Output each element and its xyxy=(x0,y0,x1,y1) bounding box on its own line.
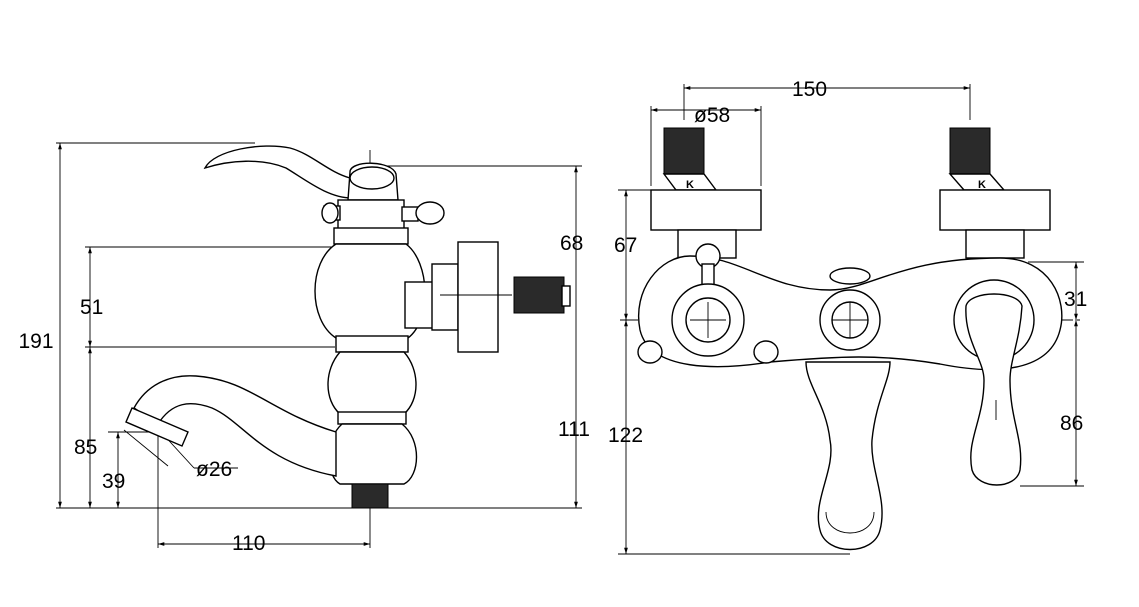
dim-spout-height: 85 xyxy=(74,436,97,459)
side-lower-bulb xyxy=(327,351,417,415)
side-knob-left xyxy=(321,202,339,224)
dim-overall-height: 191 xyxy=(18,330,53,353)
front-right-lever xyxy=(953,279,1035,486)
side-lever-handle xyxy=(203,145,353,199)
side-outlet-thread xyxy=(513,276,565,314)
dim-lever-bottom: 86 xyxy=(1060,412,1083,435)
front-bottom-lever-inner xyxy=(825,511,875,534)
dim-spout-reach: 110 xyxy=(232,532,265,555)
side-outlet-neck xyxy=(404,281,436,329)
front-diverter xyxy=(819,267,881,351)
side-outlet-thread-end xyxy=(561,285,571,307)
front-dimension-lines xyxy=(624,86,1078,554)
front-bottom-lever xyxy=(805,361,891,551)
front-right-inlet-thread xyxy=(949,127,991,175)
front-right-elbow xyxy=(948,173,1006,191)
side-outlet-flange xyxy=(457,241,499,353)
side-bottom-thread xyxy=(351,483,389,509)
side-lower-collar xyxy=(337,411,407,425)
front-right-mark: K xyxy=(978,179,986,191)
side-view: 191 51 68 111 85 39 ø26 110 xyxy=(18,142,590,555)
front-left-inlet-thread xyxy=(663,127,705,175)
front-cross-handle-right-knob xyxy=(753,340,779,364)
side-outlet-nut xyxy=(431,263,459,331)
dim-spout-diameter: ø26 xyxy=(196,458,232,481)
dim-inlet-spacing: 150 xyxy=(792,78,827,101)
side-dimension-texts: 191 51 68 111 85 39 ø26 110 xyxy=(18,232,589,555)
front-dimension-texts: 150 ø58 67 122 31 86 xyxy=(608,78,1087,447)
side-valve-section xyxy=(337,199,405,231)
dim-lever-top: 31 xyxy=(1064,288,1087,311)
front-left-mark: K xyxy=(686,179,694,191)
front-cross-handle xyxy=(637,243,779,364)
side-spout-tip xyxy=(125,407,189,447)
dim-top-to-axis: 67 xyxy=(614,234,637,257)
dim-handle-height: 68 xyxy=(560,232,583,255)
front-diverter-cap xyxy=(829,267,871,285)
side-knob-right xyxy=(415,201,445,225)
dim-body-height: 51 xyxy=(80,296,103,319)
front-view: K K xyxy=(608,78,1087,555)
side-cap-knob xyxy=(349,166,395,190)
side-extension-lines xyxy=(56,142,582,548)
front-cross-handle-left-knob xyxy=(637,340,663,364)
dim-outlet-to-body: 111 xyxy=(558,418,590,441)
front-right-lever-blade xyxy=(965,293,1023,486)
side-base xyxy=(328,423,418,485)
side-dimension-lines xyxy=(58,143,578,546)
front-right-nut xyxy=(965,229,1025,259)
dim-flange-diameter: ø58 xyxy=(694,104,730,127)
side-valve-ring xyxy=(333,227,409,245)
dim-axis-to-bottom: 122 xyxy=(608,424,643,447)
front-right-flange xyxy=(939,189,1051,231)
dim-spout-tip: 39 xyxy=(102,470,125,493)
front-left-flange xyxy=(650,189,762,231)
side-body-collar xyxy=(335,335,409,353)
